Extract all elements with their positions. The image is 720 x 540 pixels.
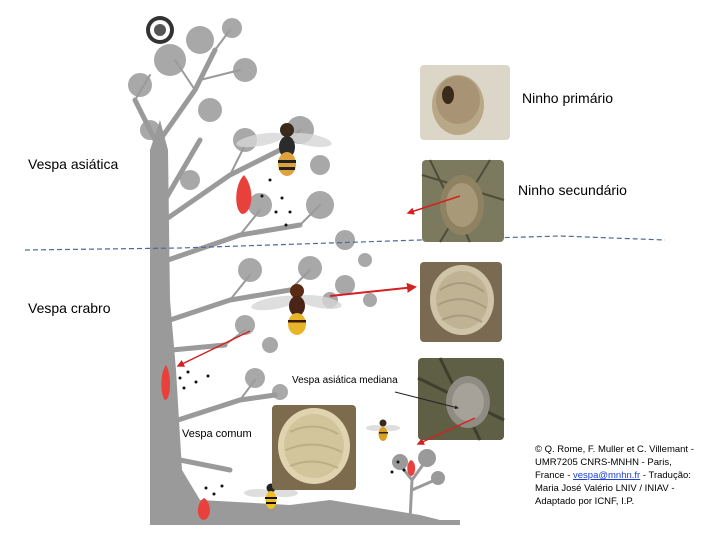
secondary-nest-label: Ninho secundário — [518, 182, 627, 198]
hornet-icon — [236, 123, 332, 176]
asian-hornet-label: Vespa asiática — [28, 156, 119, 172]
secondary-nest-photo — [421, 159, 505, 243]
european-hornet-nest-photo — [420, 262, 502, 342]
wasp-icon — [244, 483, 298, 509]
median-wasp-label: Vespa asiática mediana — [292, 375, 398, 386]
median-wasp-nest-photo — [417, 357, 505, 441]
wasp-icon — [366, 419, 400, 441]
tree-silhouette — [128, 18, 460, 525]
common-wasp-label: Vespa comum — [182, 428, 252, 440]
credits-text: © Q. Rome, F. Muller et C. Villemant - U… — [535, 444, 694, 507]
nest-marker-icon — [161, 175, 416, 520]
email-link[interactable]: vespa@mnhn.fr — [573, 470, 641, 481]
primary-nest-label: Ninho primário — [522, 90, 614, 106]
logo-seal-icon — [146, 16, 174, 44]
european-hornet-label: Vespa crabro — [28, 300, 111, 316]
hornet-icon — [251, 284, 342, 335]
connector-arrows — [176, 195, 476, 445]
common-wasp-nest-photo — [272, 405, 356, 490]
primary-nest-photo — [420, 65, 510, 140]
ground-line — [24, 235, 666, 251]
